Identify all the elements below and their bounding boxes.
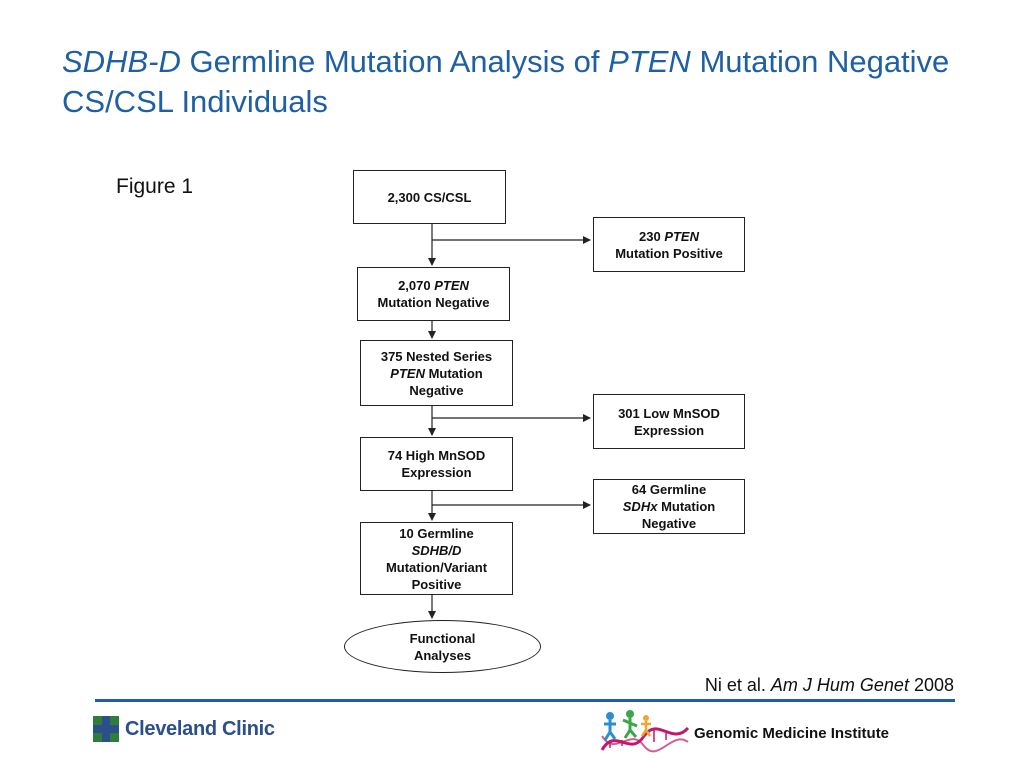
node-sdhbd-line4: Positive — [411, 576, 462, 592]
node-high-mnsod-line2: Expression — [401, 465, 472, 480]
node-nested-series: 375 Nested Series PTEN Mutation Negative — [360, 340, 513, 406]
node-low-mnsod: 301 Low MnSOD Expression — [593, 394, 745, 449]
node-functional-line2: Analyses — [413, 647, 472, 663]
figure-label: Figure 1 — [116, 175, 194, 198]
nested-gene: PTEN — [390, 365, 425, 381]
node-start-line1: 2,300 CS/CSL — [387, 189, 472, 205]
node-nested-line2: PTEN Mutation — [390, 365, 482, 382]
node-pten-positive: 230 PTEN Mutation Positive — [593, 217, 745, 272]
node-pten-negative-line2: Mutation Negative — [377, 295, 490, 310]
node-start-2300: 2,300 CS/CSL — [353, 170, 506, 224]
title-gene-sdhbd: SDHB-D — [62, 44, 181, 79]
slide-title: SDHB-D Germline Mutation Analysis of PTE… — [62, 42, 982, 122]
nested-line2-text: Mutation — [424, 365, 483, 381]
sdhx-line2-text: Mutation — [657, 499, 716, 514]
pten-positive-gene: PTEN — [664, 228, 699, 244]
node-sdhx-negative: 64 Germline SDHx Mutation Negative — [593, 479, 745, 534]
node-sdhx-line1: 64 Germline — [631, 482, 707, 497]
node-sdhbd-line3: Mutation/Variant — [385, 559, 488, 575]
footer-divider — [95, 699, 955, 702]
cleveland-clinic-cross-icon — [93, 716, 119, 742]
node-sdhx-line2: SDHx Mutation — [623, 498, 715, 515]
citation-journal: Am J Hum Genet — [770, 675, 909, 695]
node-sdhbd-positive: 10 Germline SDHB/D Mutation/Variant Posi… — [360, 522, 513, 595]
node-high-mnsod-line1: 74 High MnSOD — [387, 448, 486, 463]
title-gene-pten: PTEN — [608, 44, 691, 79]
pten-negative-count: 2,070 — [398, 278, 435, 293]
cleveland-clinic-name: Cleveland Clinic — [125, 717, 275, 740]
node-pten-negative: 2,070 PTEN Mutation Negative — [357, 267, 510, 321]
node-functional-line1: Functional — [409, 630, 476, 646]
dna-figures-icon — [600, 710, 690, 753]
citation-year: 2008 — [908, 675, 954, 695]
node-functional-analyses: Functional Analyses — [344, 620, 541, 673]
sdhx-gene: SDHx — [622, 499, 658, 514]
node-nested-line1: 375 Nested Series — [380, 348, 493, 364]
node-high-mnsod: 74 High MnSOD Expression — [360, 437, 513, 491]
flowchart-connectors — [428, 224, 591, 619]
genomic-medicine-institute-name: Genomic Medicine Institute — [694, 724, 890, 742]
node-nested-line3: Negative — [409, 382, 464, 398]
title-text-1: Germline Mutation Analysis of — [180, 44, 609, 79]
genomic-medicine-institute-logo: Genomic Medicine Institute — [596, 706, 889, 760]
pten-positive-count: 230 — [639, 228, 665, 244]
node-sdhbd-line1: 10 Germline — [399, 525, 474, 541]
title-text-2: Mutation Negative CS/CSL Individuals — [62, 44, 950, 119]
pten-negative-gene: PTEN — [434, 278, 469, 293]
node-pten-negative-line1: 2,070 PTEN — [398, 277, 469, 294]
citation-authors: Ni et al. — [704, 675, 771, 695]
cleveland-clinic-logo: Cleveland Clinic — [93, 716, 275, 742]
sdhbd-gene: SDHB/D — [411, 542, 462, 558]
node-low-mnsod-line1: 301 Low MnSOD — [618, 405, 720, 421]
node-pten-positive-line2: Mutation Positive — [615, 245, 723, 261]
node-sdhx-line3: Negative — [641, 516, 697, 531]
citation: Ni et al. Am J Hum Genet 2008 — [705, 675, 954, 696]
node-sdhbd-line2: SDHB/D — [412, 542, 462, 559]
node-pten-positive-line1: 230 PTEN — [639, 228, 699, 245]
node-low-mnsod-line2: Expression — [633, 422, 705, 438]
